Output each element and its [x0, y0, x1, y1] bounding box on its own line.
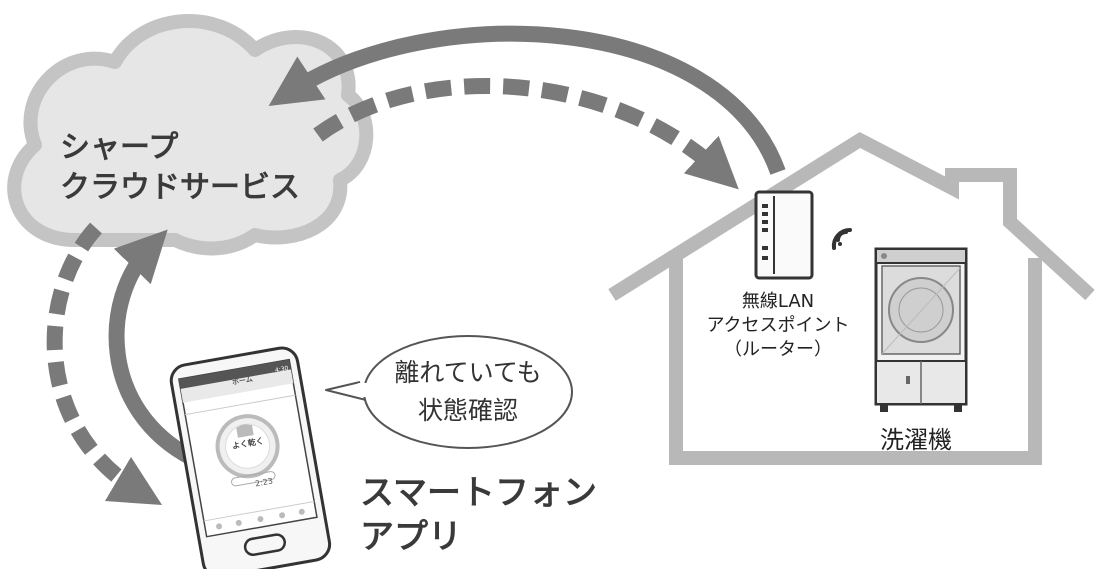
house-outline — [608, 131, 1095, 465]
speech-bubble — [325, 335, 573, 449]
arrow-router-to-cloud — [268, 25, 786, 175]
wifi-icon — [831, 227, 852, 250]
router-label-line1: 無線LAN — [741, 291, 815, 312]
arrow-phone-to-cloud — [108, 229, 196, 466]
smartphone-icon — [169, 346, 332, 569]
app-label-line2: アプリ — [360, 517, 462, 557]
cloud-label-line1: シャープ — [60, 130, 179, 165]
router-icon — [754, 190, 814, 280]
arrow-cloud-to-router — [313, 78, 739, 190]
washing-machine-icon — [874, 247, 968, 412]
router-label-line3: （ルーター） — [724, 339, 832, 360]
arrow-cloud-to-phone — [46, 222, 163, 506]
router-label-line2: アクセスポイント — [706, 315, 850, 336]
cloud-label-line2: クラウドサービス — [60, 170, 300, 205]
bubble-line2: 状態確認 — [417, 396, 518, 425]
washer-label: 洗濯機 — [880, 426, 952, 454]
bubble-line1: 離れていても — [394, 358, 542, 387]
app-label-line1: スマートフォン — [360, 473, 597, 513]
